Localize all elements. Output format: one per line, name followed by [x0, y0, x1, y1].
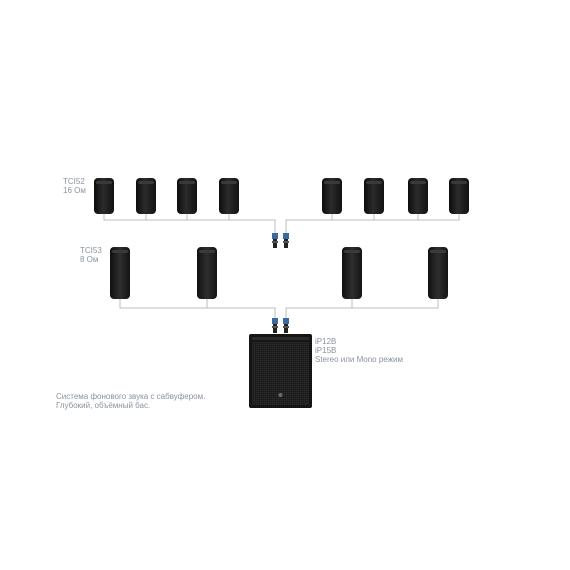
speaker-tci52 [449, 178, 469, 214]
speaker-tci53 [110, 247, 130, 299]
system-description: Система фонового звука с сабвуфером. Глу… [56, 392, 205, 410]
speaker-tci52 [364, 178, 384, 214]
speakon-connector [283, 233, 289, 248]
subwoofer-mode: Stereo или Mono режим [315, 355, 403, 364]
description-line-1: Система фонового звука с сабвуфером. [56, 392, 206, 401]
speaker-row-top [94, 178, 469, 214]
description-line-2: Глубокий, объёмный бас. [56, 401, 151, 410]
subwoofer-label: iP12B iP15B Stereo или Mono режим [315, 337, 403, 364]
speaker-tci52 [136, 178, 156, 214]
speaker-tci52 [177, 178, 197, 214]
speaker-tci53 [342, 247, 362, 299]
speakon-connector [283, 318, 289, 333]
speaker-tci53 [428, 247, 448, 299]
top-group-model: TCI52 [63, 177, 85, 186]
connector-pair-bottom [272, 318, 289, 333]
subwoofer-model-2: iP15B [315, 346, 337, 355]
speaker-tci52 [94, 178, 114, 214]
speakon-connector [272, 318, 278, 333]
speaker-row-middle [110, 247, 448, 299]
wire-middle-left-bus [119, 298, 276, 318]
top-group-impedance: 16 Ом [63, 186, 86, 195]
middle-group-label: TCI53 8 Ом [80, 246, 102, 264]
wire-top-right-bus [285, 213, 460, 233]
speakon-connector [272, 233, 278, 248]
top-group-label: TCI52 16 Ом [63, 177, 86, 195]
brand-logo-icon [278, 393, 283, 397]
subwoofer [249, 334, 312, 408]
speaker-tci52 [408, 178, 428, 214]
middle-group-model: TCI53 [80, 246, 102, 255]
speaker-tci52 [219, 178, 239, 214]
connector-pair-top [272, 233, 289, 248]
speaker-tci53 [197, 247, 217, 299]
speaker-tci52 [322, 178, 342, 214]
subwoofer-model-1: iP12B [315, 337, 337, 346]
wire-top-left-bus [103, 213, 276, 233]
wiring [103, 213, 460, 318]
wire-middle-right-bus [285, 298, 439, 318]
middle-group-impedance: 8 Ом [80, 255, 99, 264]
